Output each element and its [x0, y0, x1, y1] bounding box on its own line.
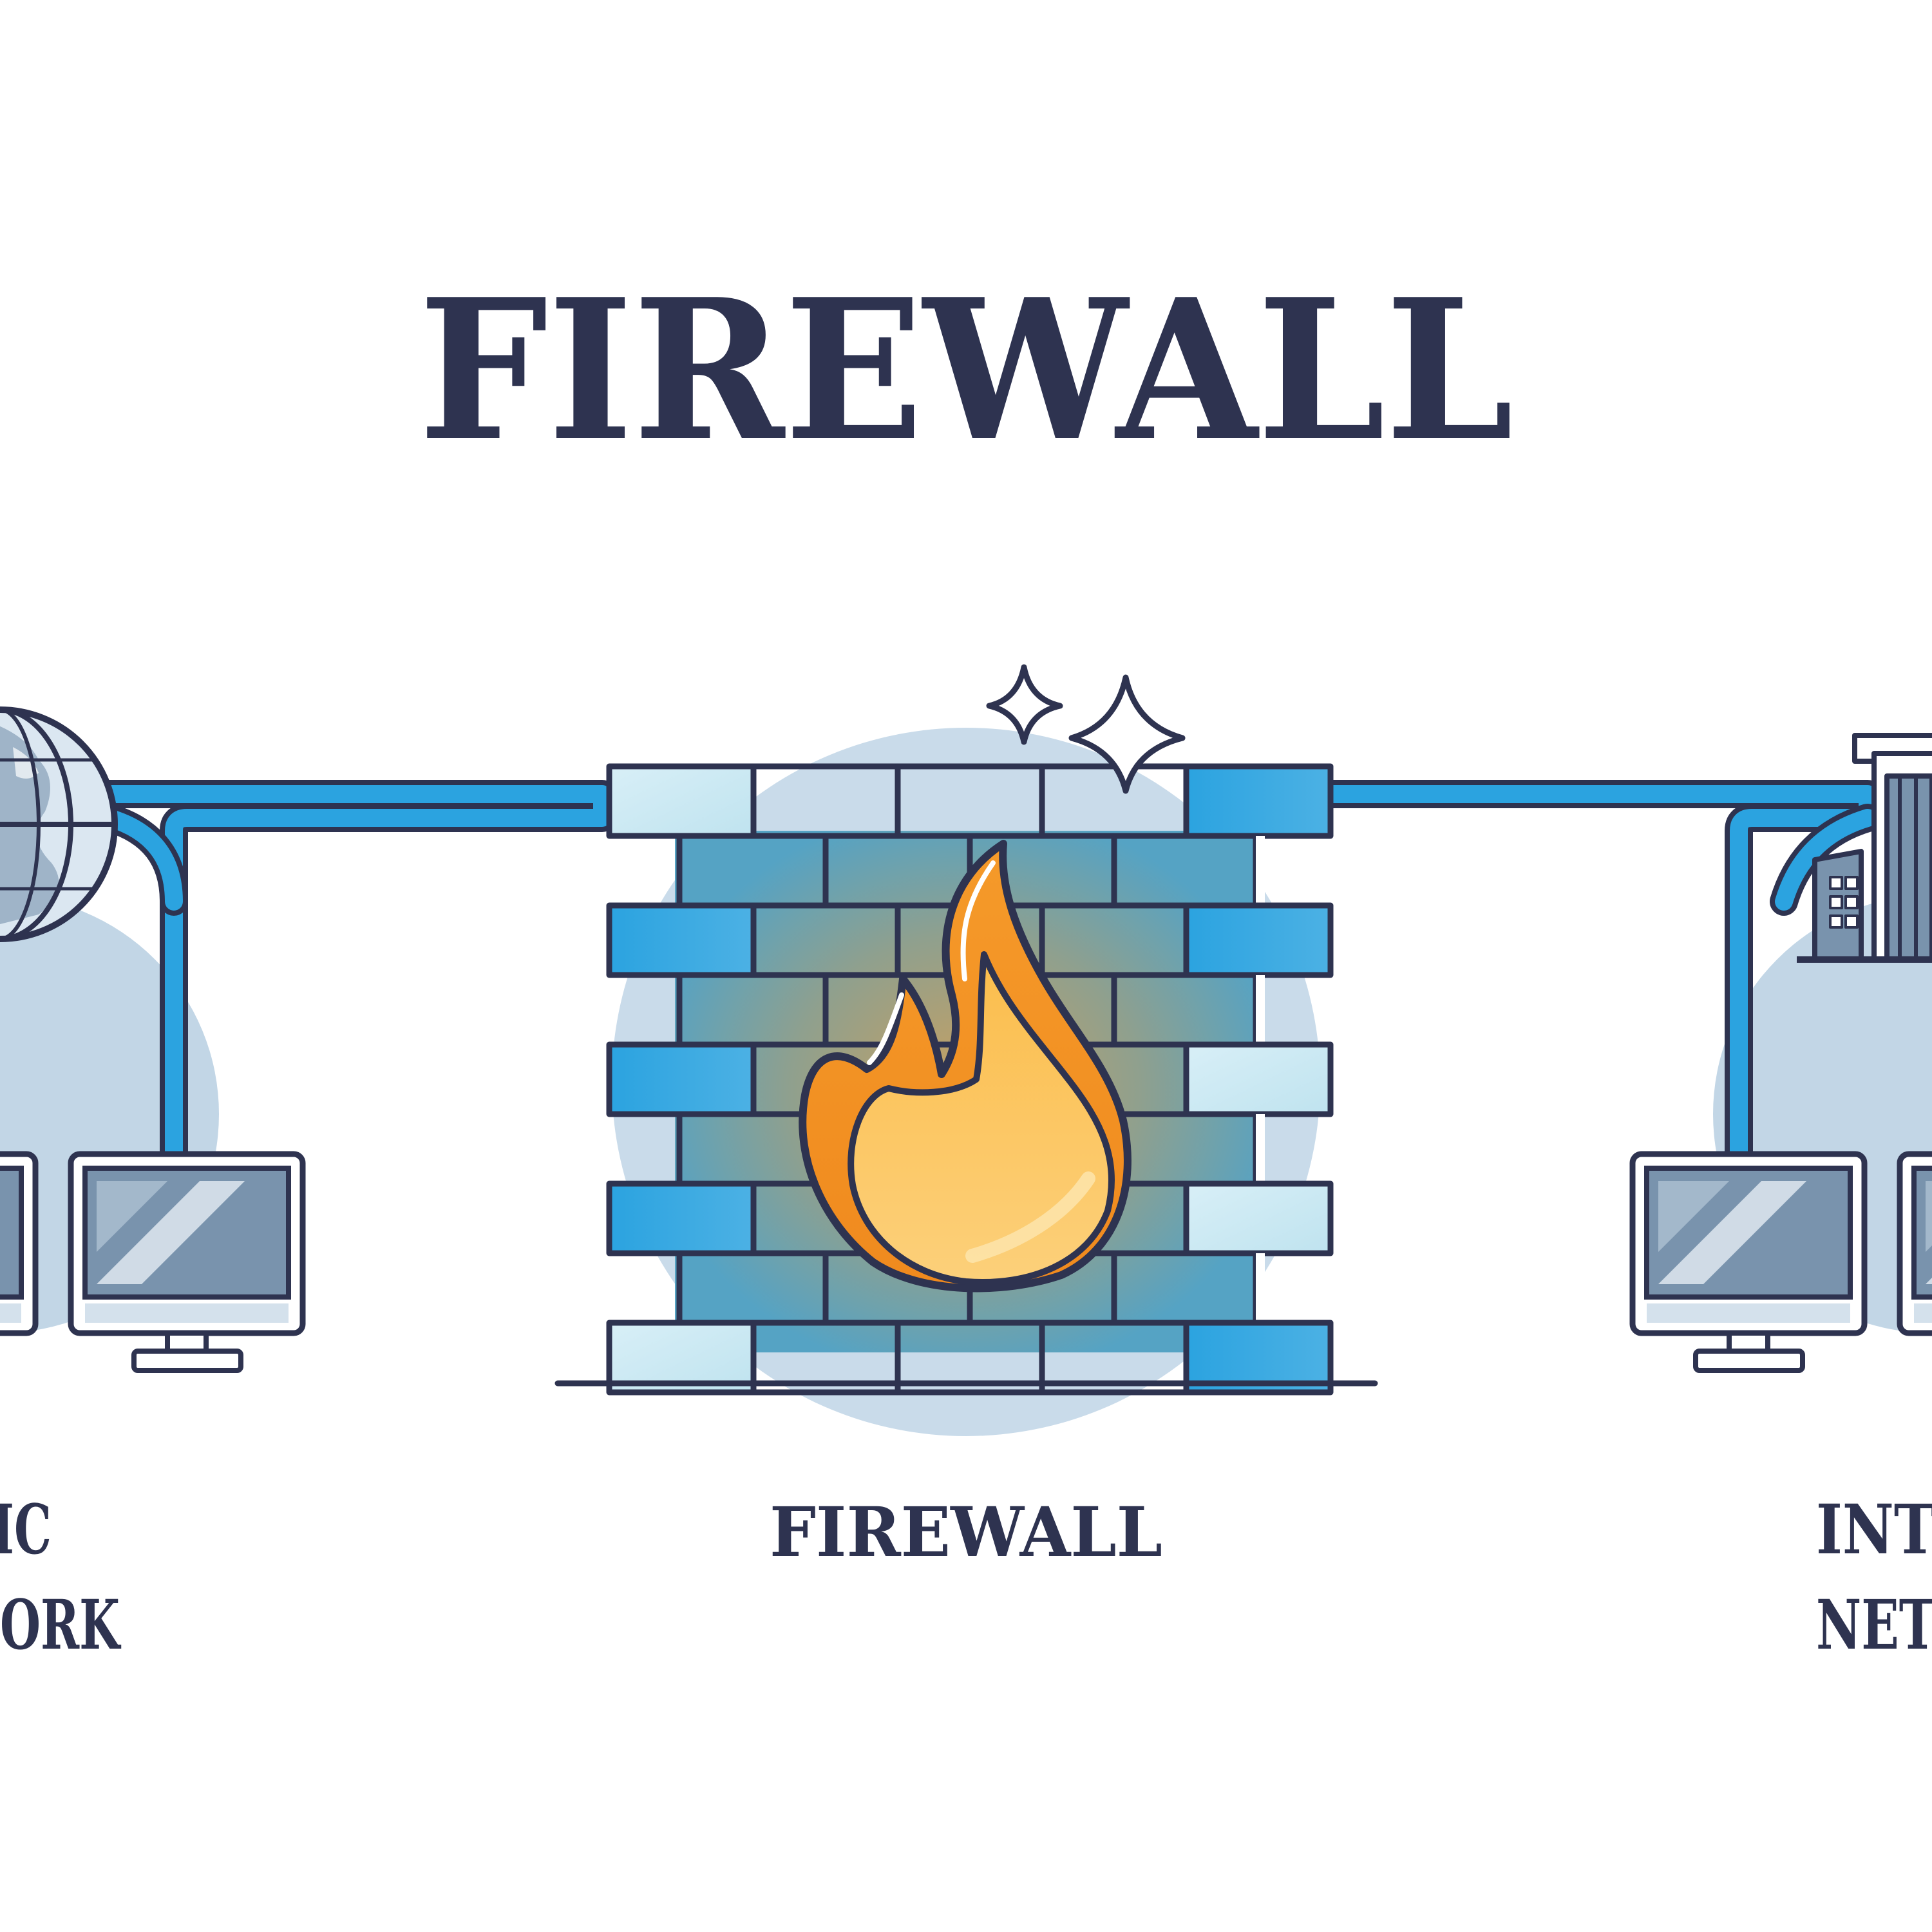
brick-edge-highlight: [1256, 975, 1265, 1045]
label-internal-network-line2: NET: [1816, 1584, 1932, 1665]
brick-edge-highlight: [1256, 1114, 1265, 1184]
labels: IC ORK FIREWALL INT NET: [0, 1489, 1932, 1665]
left-pipe: [95, 780, 616, 1167]
sparkle-icon: [986, 664, 1186, 794]
brick: [1183, 1041, 1334, 1117]
monitor-icon-left-b: [71, 1154, 303, 1370]
brick: [1183, 902, 1334, 978]
brick: [1183, 763, 1334, 839]
network-pipes: [95, 780, 1882, 1167]
label-public-network-line2: ORK: [0, 1584, 122, 1665]
label-public-network-line1: IC: [0, 1489, 52, 1569]
monitor-icon-left-a: [0, 1154, 35, 1370]
label-firewall: FIREWALL: [770, 1492, 1162, 1572]
brick-edge-highlight: [1256, 1253, 1265, 1323]
monitor-icon-right-a: [1633, 1154, 1864, 1370]
label-internal-network-line1: INT: [1816, 1489, 1932, 1569]
flame-icon: [799, 840, 1132, 1293]
brick-row: [606, 763, 1334, 839]
globe-icon: [0, 706, 118, 942]
brick: [1183, 1180, 1334, 1256]
monitor-icon-right-b: [1900, 1154, 1932, 1370]
building-icon: [1797, 733, 1932, 963]
brick-edge-highlight: [1256, 836, 1265, 905]
brick: [606, 1041, 757, 1117]
brick: [606, 902, 757, 978]
main-title: FIREWALL: [419, 256, 1513, 484]
brick: [606, 1180, 757, 1256]
brick: [606, 763, 757, 839]
